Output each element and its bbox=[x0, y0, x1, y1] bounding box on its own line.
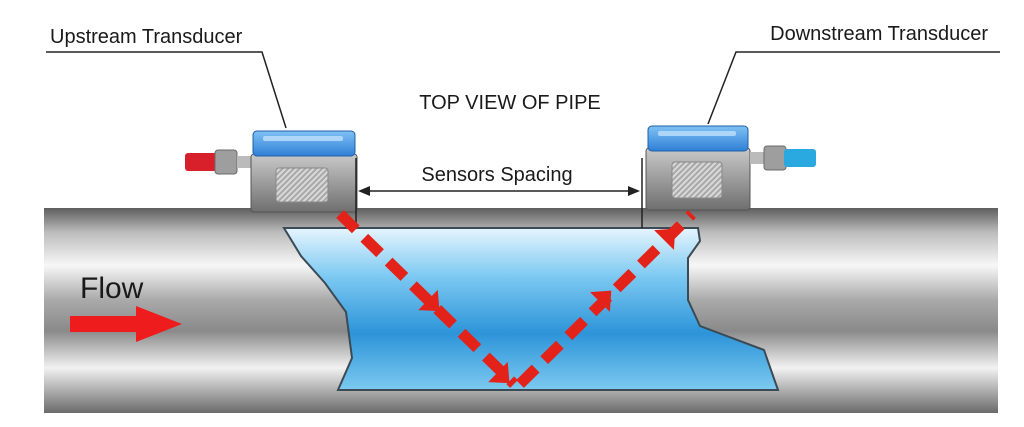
upstream-knurl-pad bbox=[275, 167, 329, 203]
upstream-transducer bbox=[185, 130, 358, 213]
flow-arrow bbox=[70, 306, 182, 342]
downstream-knurl-pad bbox=[671, 161, 723, 199]
upstream-leader-line bbox=[46, 51, 287, 129]
downstream-transducer bbox=[645, 125, 816, 211]
upstream-connector-stem bbox=[237, 156, 253, 168]
upstream-connector-ring bbox=[214, 149, 238, 175]
downstream-cap-highlight bbox=[658, 131, 736, 136]
downstream-connector-ring bbox=[763, 145, 787, 171]
flow-label: Flow bbox=[80, 272, 144, 305]
signal-arrowhead-4 bbox=[654, 228, 676, 250]
downstream-connector-stem bbox=[750, 152, 766, 164]
flow-arrow-shaft bbox=[70, 316, 140, 332]
upstream-label: Upstream Transducer bbox=[50, 26, 243, 48]
flow-arrow-head bbox=[136, 306, 182, 342]
downstream-connector bbox=[784, 149, 816, 167]
upstream-connector bbox=[185, 153, 217, 171]
signal-arrowhead-3 bbox=[590, 290, 612, 312]
spacing-right-arrowhead bbox=[628, 186, 640, 196]
signal-path bbox=[336, 210, 696, 388]
signal-path-down bbox=[336, 210, 518, 388]
downstream-leader-line bbox=[707, 51, 1000, 125]
spacing-left-arrowhead bbox=[358, 186, 370, 196]
upstream-blue-cap bbox=[252, 130, 356, 157]
downstream-blue-cap bbox=[647, 125, 749, 152]
water-cutaway bbox=[282, 227, 780, 391]
signal-arrowhead-2 bbox=[488, 361, 510, 384]
spacing-label: Sensors Spacing bbox=[421, 164, 572, 186]
upstream-cap-highlight bbox=[263, 136, 343, 141]
downstream-label: Downstream Transducer bbox=[770, 23, 988, 45]
signal-arrowhead-1 bbox=[418, 289, 440, 312]
view-title: TOP VIEW OF PIPE bbox=[419, 92, 601, 114]
